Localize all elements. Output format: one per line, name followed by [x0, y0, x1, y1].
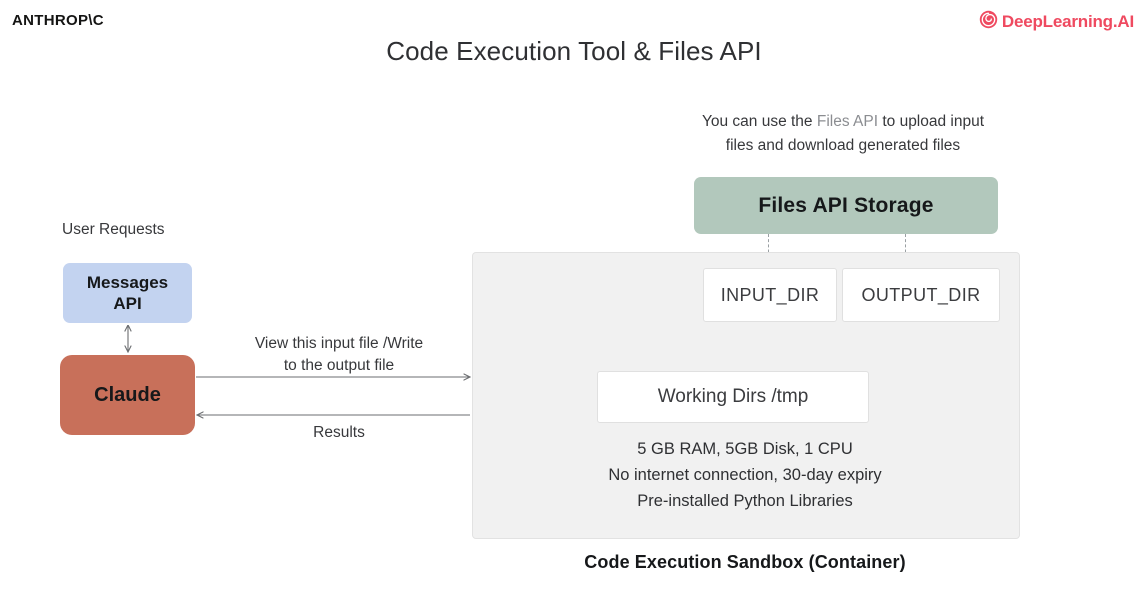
arrow-label-write: View this input file /Write to the outpu… — [205, 333, 473, 377]
arrow-label-write-line2: to the output file — [283, 357, 395, 374]
sandbox-specs-list: 5 GB RAM, 5GB Disk, 1 CPU No internet co… — [490, 436, 1000, 514]
files-api-storage-node: Files API Storage — [694, 177, 998, 234]
dashed-connector-input-dir — [768, 234, 769, 268]
deeplearning-ai-wordmark: DeepLearning.AI — [1001, 12, 1134, 31]
files-api-storage-label: Files API Storage — [758, 193, 934, 217]
user-requests-label: User Requests — [62, 221, 165, 238]
page-title: Code Execution Tool & Files API — [386, 36, 762, 66]
working-dirs-label: Working Dirs /tmp — [657, 386, 809, 407]
dashed-connector-output-dir — [905, 234, 906, 268]
caption-text-after: to upload input — [878, 113, 985, 130]
working-dirs-node: Working Dirs /tmp — [597, 371, 869, 423]
anthropic-wordmark: ANTHROP\C — [12, 12, 104, 29]
messages-api-label-line1: Messages — [86, 273, 169, 292]
caption-line-2: files and download generated files — [725, 137, 961, 154]
caption-files-api-highlight: Files API — [816, 113, 879, 130]
sandbox-caption: Code Execution Sandbox (Container) — [584, 552, 906, 572]
sandbox-spec-item: Pre-installed Python Libraries — [637, 492, 853, 510]
sandbox-spec-item: No internet connection, 30-day expiry — [608, 466, 882, 484]
arrow-label-write-line1: View this input file /Write — [254, 335, 424, 352]
output-dir-node: OUTPUT_DIR — [842, 268, 1000, 322]
messages-api-node: Messages API — [63, 263, 192, 323]
input-dir-label: INPUT_DIR — [720, 284, 820, 305]
deeplearning-ai-logo: DeepLearning.AI — [979, 10, 1134, 34]
files-api-caption: You can use the Files API to upload inpu… — [648, 110, 1038, 158]
sandbox-spec-item: 5 GB RAM, 5GB Disk, 1 CPU — [637, 440, 853, 458]
caption-text-before: You can use the — [701, 113, 817, 130]
spiral-logo-icon — [979, 10, 998, 34]
claude-label: Claude — [94, 383, 161, 406]
input-dir-node: INPUT_DIR — [703, 268, 837, 322]
output-dir-label: OUTPUT_DIR — [861, 284, 981, 305]
messages-api-label-line2: API — [113, 294, 142, 313]
claude-node: Claude — [60, 355, 195, 435]
arrow-label-results: Results — [313, 424, 365, 441]
